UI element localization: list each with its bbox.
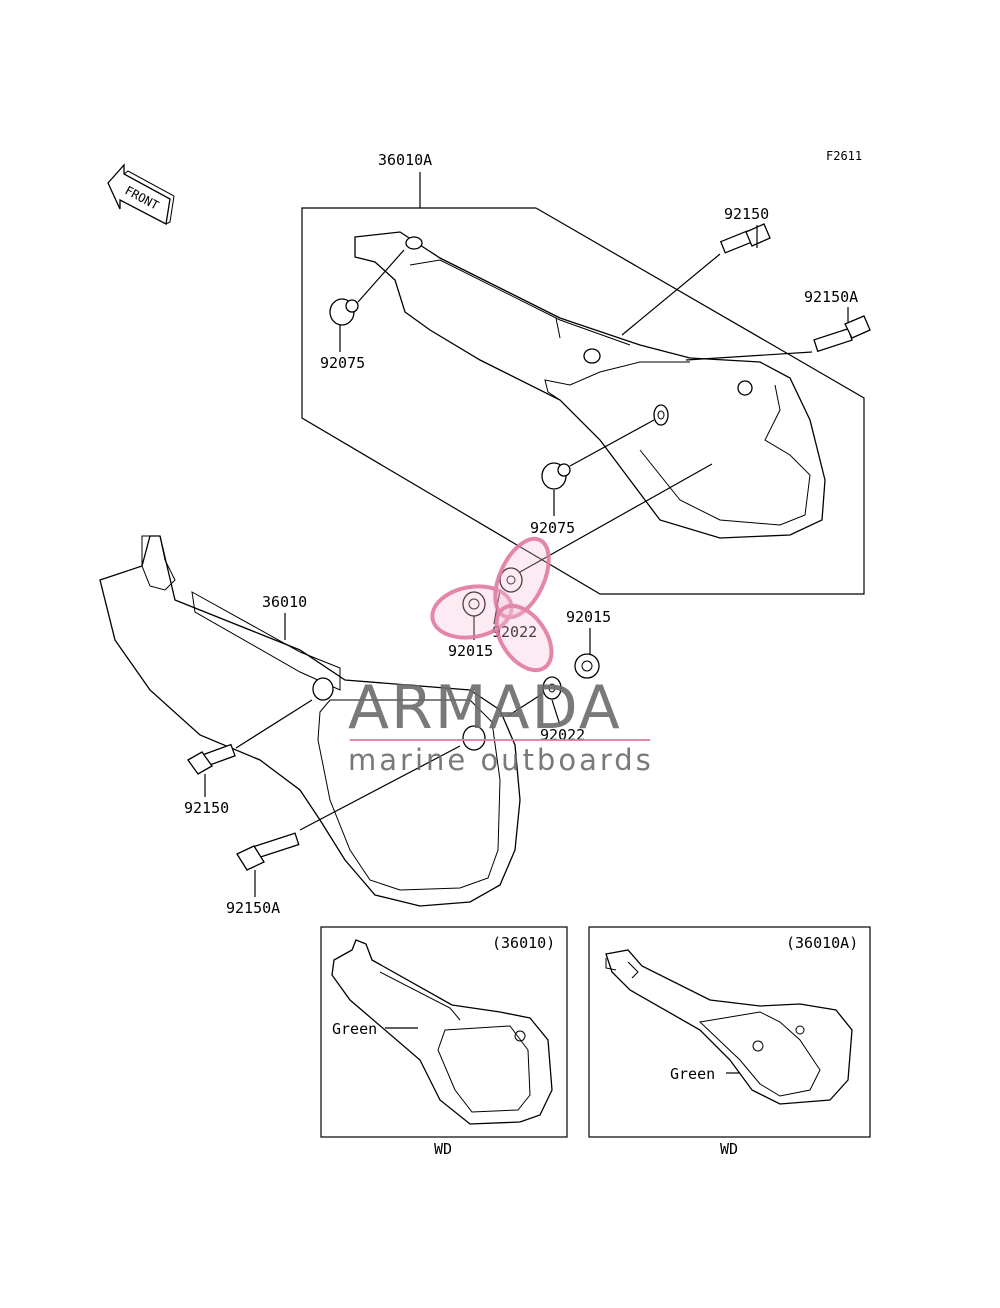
label-92150-upper: 92150	[724, 205, 769, 223]
inset-left: (36010) Green WD	[320, 926, 568, 1158]
washer-icon	[653, 404, 669, 426]
inset-right-color: Green	[670, 1065, 715, 1083]
damper-icon	[329, 298, 359, 326]
label-92015-left: 92015	[448, 642, 493, 660]
inset-left-code: (36010)	[492, 934, 555, 952]
bolt-icon	[813, 315, 871, 353]
washer-icon	[542, 676, 562, 700]
watermark-brand: ARMADA	[348, 673, 622, 743]
bolt-icon	[187, 743, 236, 775]
figure-id: F2611	[826, 149, 862, 163]
inset-left-color: Green	[332, 1020, 377, 1038]
watermark-tagline: marine outboards	[348, 743, 654, 777]
side-cover-right	[354, 231, 826, 539]
watermark: ARMADA marine outboards	[348, 536, 654, 777]
bolt-icon	[236, 832, 300, 871]
inset-right-code: (36010A)	[786, 934, 858, 952]
label-92150A-upper: 92150A	[804, 288, 858, 306]
label-36010A: 36010A	[378, 151, 432, 169]
inset-right: (36010A) Green WD	[588, 926, 871, 1158]
label-36010: 36010	[262, 593, 307, 611]
bolt-icon	[719, 223, 771, 254]
label-92015-right: 92015	[566, 608, 611, 626]
label-92022-left: 92022	[492, 623, 537, 641]
side-cover-left	[99, 535, 521, 907]
washer-icon	[499, 567, 523, 593]
label-92150-lower: 92150	[184, 799, 229, 817]
nut-icon	[574, 653, 600, 679]
front-arrow-icon: FRONT	[107, 163, 175, 225]
label-92150A-lower: 92150A	[226, 899, 280, 917]
group-box-outline	[301, 207, 865, 595]
damper-icon	[541, 462, 571, 490]
label-92075-upper: 92075	[320, 354, 365, 372]
inset-right-caption: WD	[720, 1140, 738, 1158]
inset-left-caption: WD	[434, 1140, 452, 1158]
propeller-logo-icon	[430, 536, 554, 673]
label-92075-lower: 92075	[530, 519, 575, 537]
